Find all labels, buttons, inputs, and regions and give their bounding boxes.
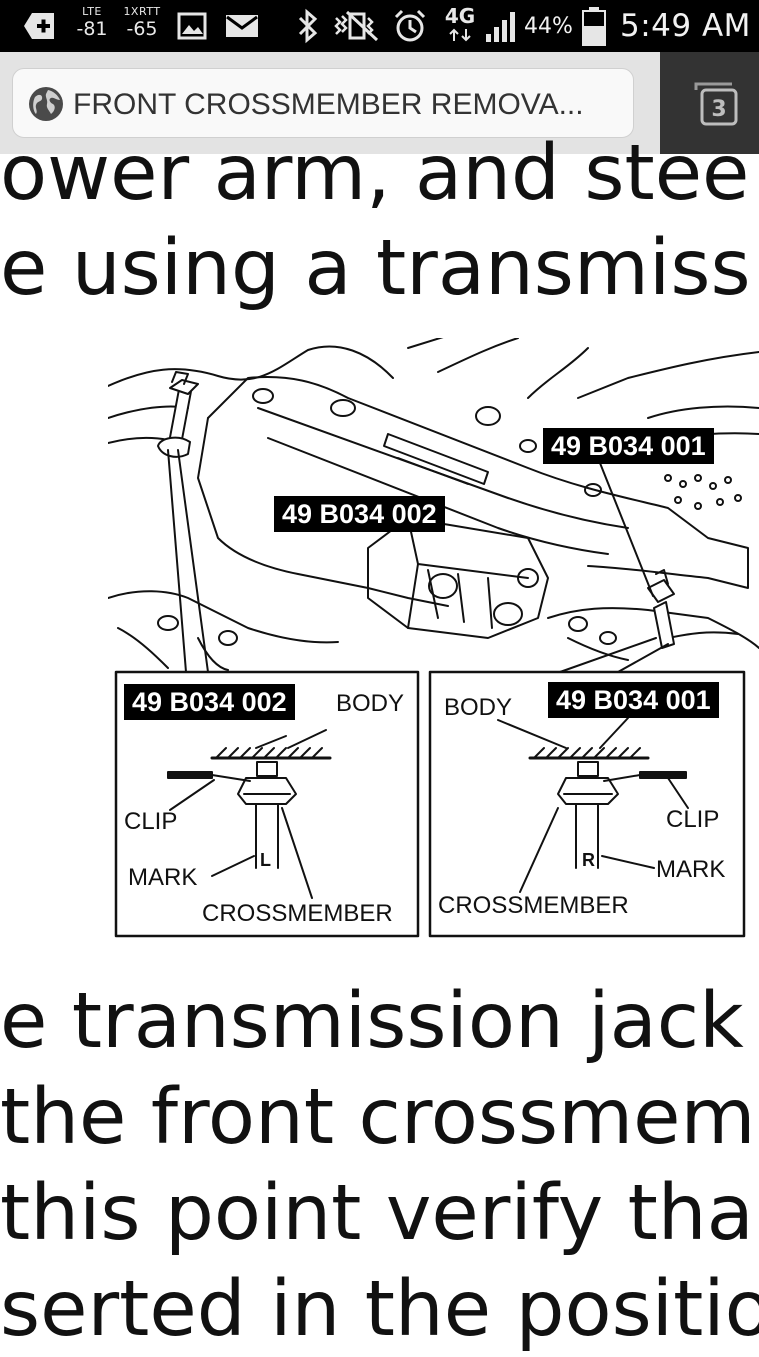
callout-49b034001-top: 49 B034 001 bbox=[543, 428, 714, 464]
right-mark-letter: R bbox=[582, 850, 595, 870]
article-line-5: this point verify tha bbox=[0, 1169, 754, 1258]
right-mark-label: MARK bbox=[656, 856, 726, 883]
article-line-1: ower arm, and stee bbox=[0, 129, 750, 218]
globe-icon bbox=[29, 87, 63, 121]
status-bar: LTE -81 1XRTT -65 4G 4 bbox=[0, 0, 759, 52]
alarm-icon bbox=[394, 9, 426, 42]
tab-count: 3 bbox=[711, 97, 726, 122]
diagram-lineart bbox=[108, 338, 759, 938]
left-crossmember-label: CROSSMEMBER bbox=[202, 900, 393, 927]
network-type: 4G bbox=[444, 4, 476, 28]
left-clip-label: CLIP bbox=[124, 808, 178, 835]
lte-value: -81 bbox=[76, 18, 108, 40]
left-mark-label: MARK bbox=[128, 864, 198, 891]
left-body-label: BODY bbox=[336, 690, 405, 717]
article-line-6: serted in the positio bbox=[0, 1265, 759, 1354]
tab-switcher-area[interactable] bbox=[660, 52, 759, 154]
signal-bars-icon bbox=[486, 12, 515, 42]
article-line-2: e using a transmiss bbox=[0, 224, 751, 313]
1xrtt-signal-readout: 1XRTT -65 bbox=[120, 6, 164, 39]
mail-icon bbox=[226, 15, 258, 37]
tabs-icon[interactable]: 3 bbox=[692, 80, 742, 130]
lte-signal-readout: LTE -81 bbox=[72, 6, 112, 39]
battery-icon bbox=[582, 7, 606, 46]
network-indicator: 4G bbox=[440, 6, 480, 42]
image-icon bbox=[177, 12, 207, 40]
left-panel-callout: 49 B034 002 bbox=[124, 684, 295, 720]
callout-49b034002-top: 49 B034 002 bbox=[274, 496, 445, 532]
data-arrows-icon bbox=[449, 28, 471, 42]
right-crossmember-label: CROSSMEMBER bbox=[438, 892, 629, 919]
article-line-3: e transmission jack bbox=[0, 977, 744, 1066]
battery-percent: 44% bbox=[524, 13, 573, 39]
vibrate-icon bbox=[334, 10, 379, 42]
url-bar[interactable]: FRONT CROSSMEMBER REMOVA... bbox=[12, 68, 634, 138]
right-body-label: BODY bbox=[444, 694, 513, 721]
article-line-4: the front crossmem bbox=[0, 1073, 756, 1162]
right-panel-callout: 49 B034 001 bbox=[548, 682, 719, 718]
lte-label: LTE bbox=[82, 5, 102, 18]
1xrtt-value: -65 bbox=[126, 18, 158, 40]
1xrtt-label: 1XRTT bbox=[123, 5, 161, 18]
right-clip-label: CLIP bbox=[666, 806, 720, 833]
page-title: FRONT CROSSMEMBER REMOVA... bbox=[73, 88, 584, 121]
browser-toolbar: FRONT CROSSMEMBER REMOVA... bbox=[0, 52, 759, 154]
clock: 5:49 AM bbox=[620, 8, 751, 44]
bluetooth-icon bbox=[298, 8, 318, 44]
plus-box-icon bbox=[24, 13, 54, 39]
left-mark-letter: L bbox=[260, 850, 271, 870]
crossmember-diagram: 49 B034 001 49 B034 002 49 B034 002 BODY… bbox=[108, 338, 759, 944]
